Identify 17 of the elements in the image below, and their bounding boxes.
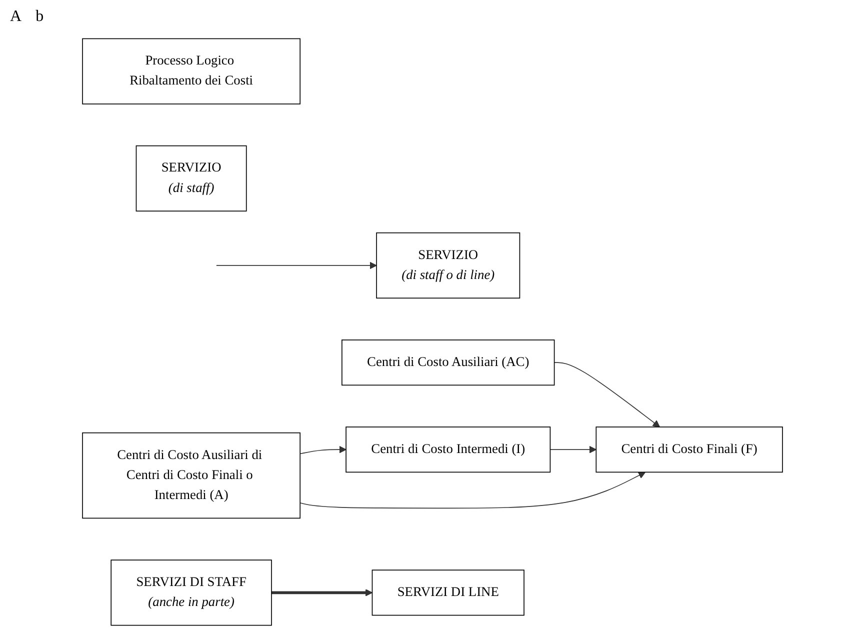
node-box: Centri di Costo Ausiliari (AC) — [342, 340, 555, 386]
arrow — [300, 472, 646, 509]
node-box: SERVIZIO (di staff o di line) — [376, 232, 520, 299]
arrow — [216, 262, 377, 270]
node-box: Centri di Costo Intermedi (I) — [346, 426, 551, 473]
node-box: SERVIZIO (di staff) — [136, 145, 247, 212]
section-letter: A — [10, 8, 22, 26]
section-letter: b — [36, 8, 44, 26]
arrow — [550, 446, 596, 454]
node-box: Centri di Costo Ausiliari di Centri di Costo Finali o Intermedi (A) — [82, 432, 301, 519]
arrow — [300, 446, 346, 454]
arrow — [554, 362, 660, 428]
node-box: Processo Logico Ribaltamento dei Costi — [82, 38, 301, 104]
node-box: SERVIZI DI STAFF (anche in parte) — [110, 560, 272, 626]
node-box: Centri di Costo Finali (F) — [596, 426, 783, 473]
node-box: SERVIZI DI LINE — [372, 570, 524, 616]
arrow — [272, 588, 373, 596]
